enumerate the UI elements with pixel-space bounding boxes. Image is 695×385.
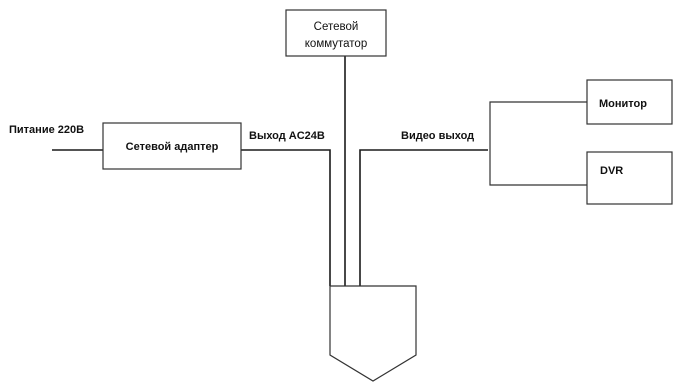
monitor-box: Монитор bbox=[586, 79, 673, 125]
ac-output-label: Выход AC24В bbox=[249, 130, 325, 142]
monitor-label: Монитор bbox=[599, 98, 647, 110]
network-switch-box: Сетевой коммутатор bbox=[285, 9, 387, 57]
switch-label-line2: коммутатор bbox=[305, 38, 367, 50]
network-adapter-box: Сетевой адаптер bbox=[102, 122, 242, 170]
video-output-line bbox=[359, 149, 488, 286]
monitor-dvr-bracket bbox=[489, 101, 587, 186]
camera-housing bbox=[329, 285, 417, 382]
dvr-box: DVR bbox=[586, 151, 673, 205]
ac-output-line bbox=[241, 149, 331, 286]
power-label: Питание 220В bbox=[9, 124, 84, 136]
switch-label-line1: Сетевой bbox=[314, 21, 359, 33]
dvr-label: DVR bbox=[600, 165, 623, 177]
video-output-label: Видео выход bbox=[401, 130, 474, 142]
adapter-label: Сетевой адаптер bbox=[126, 141, 219, 153]
